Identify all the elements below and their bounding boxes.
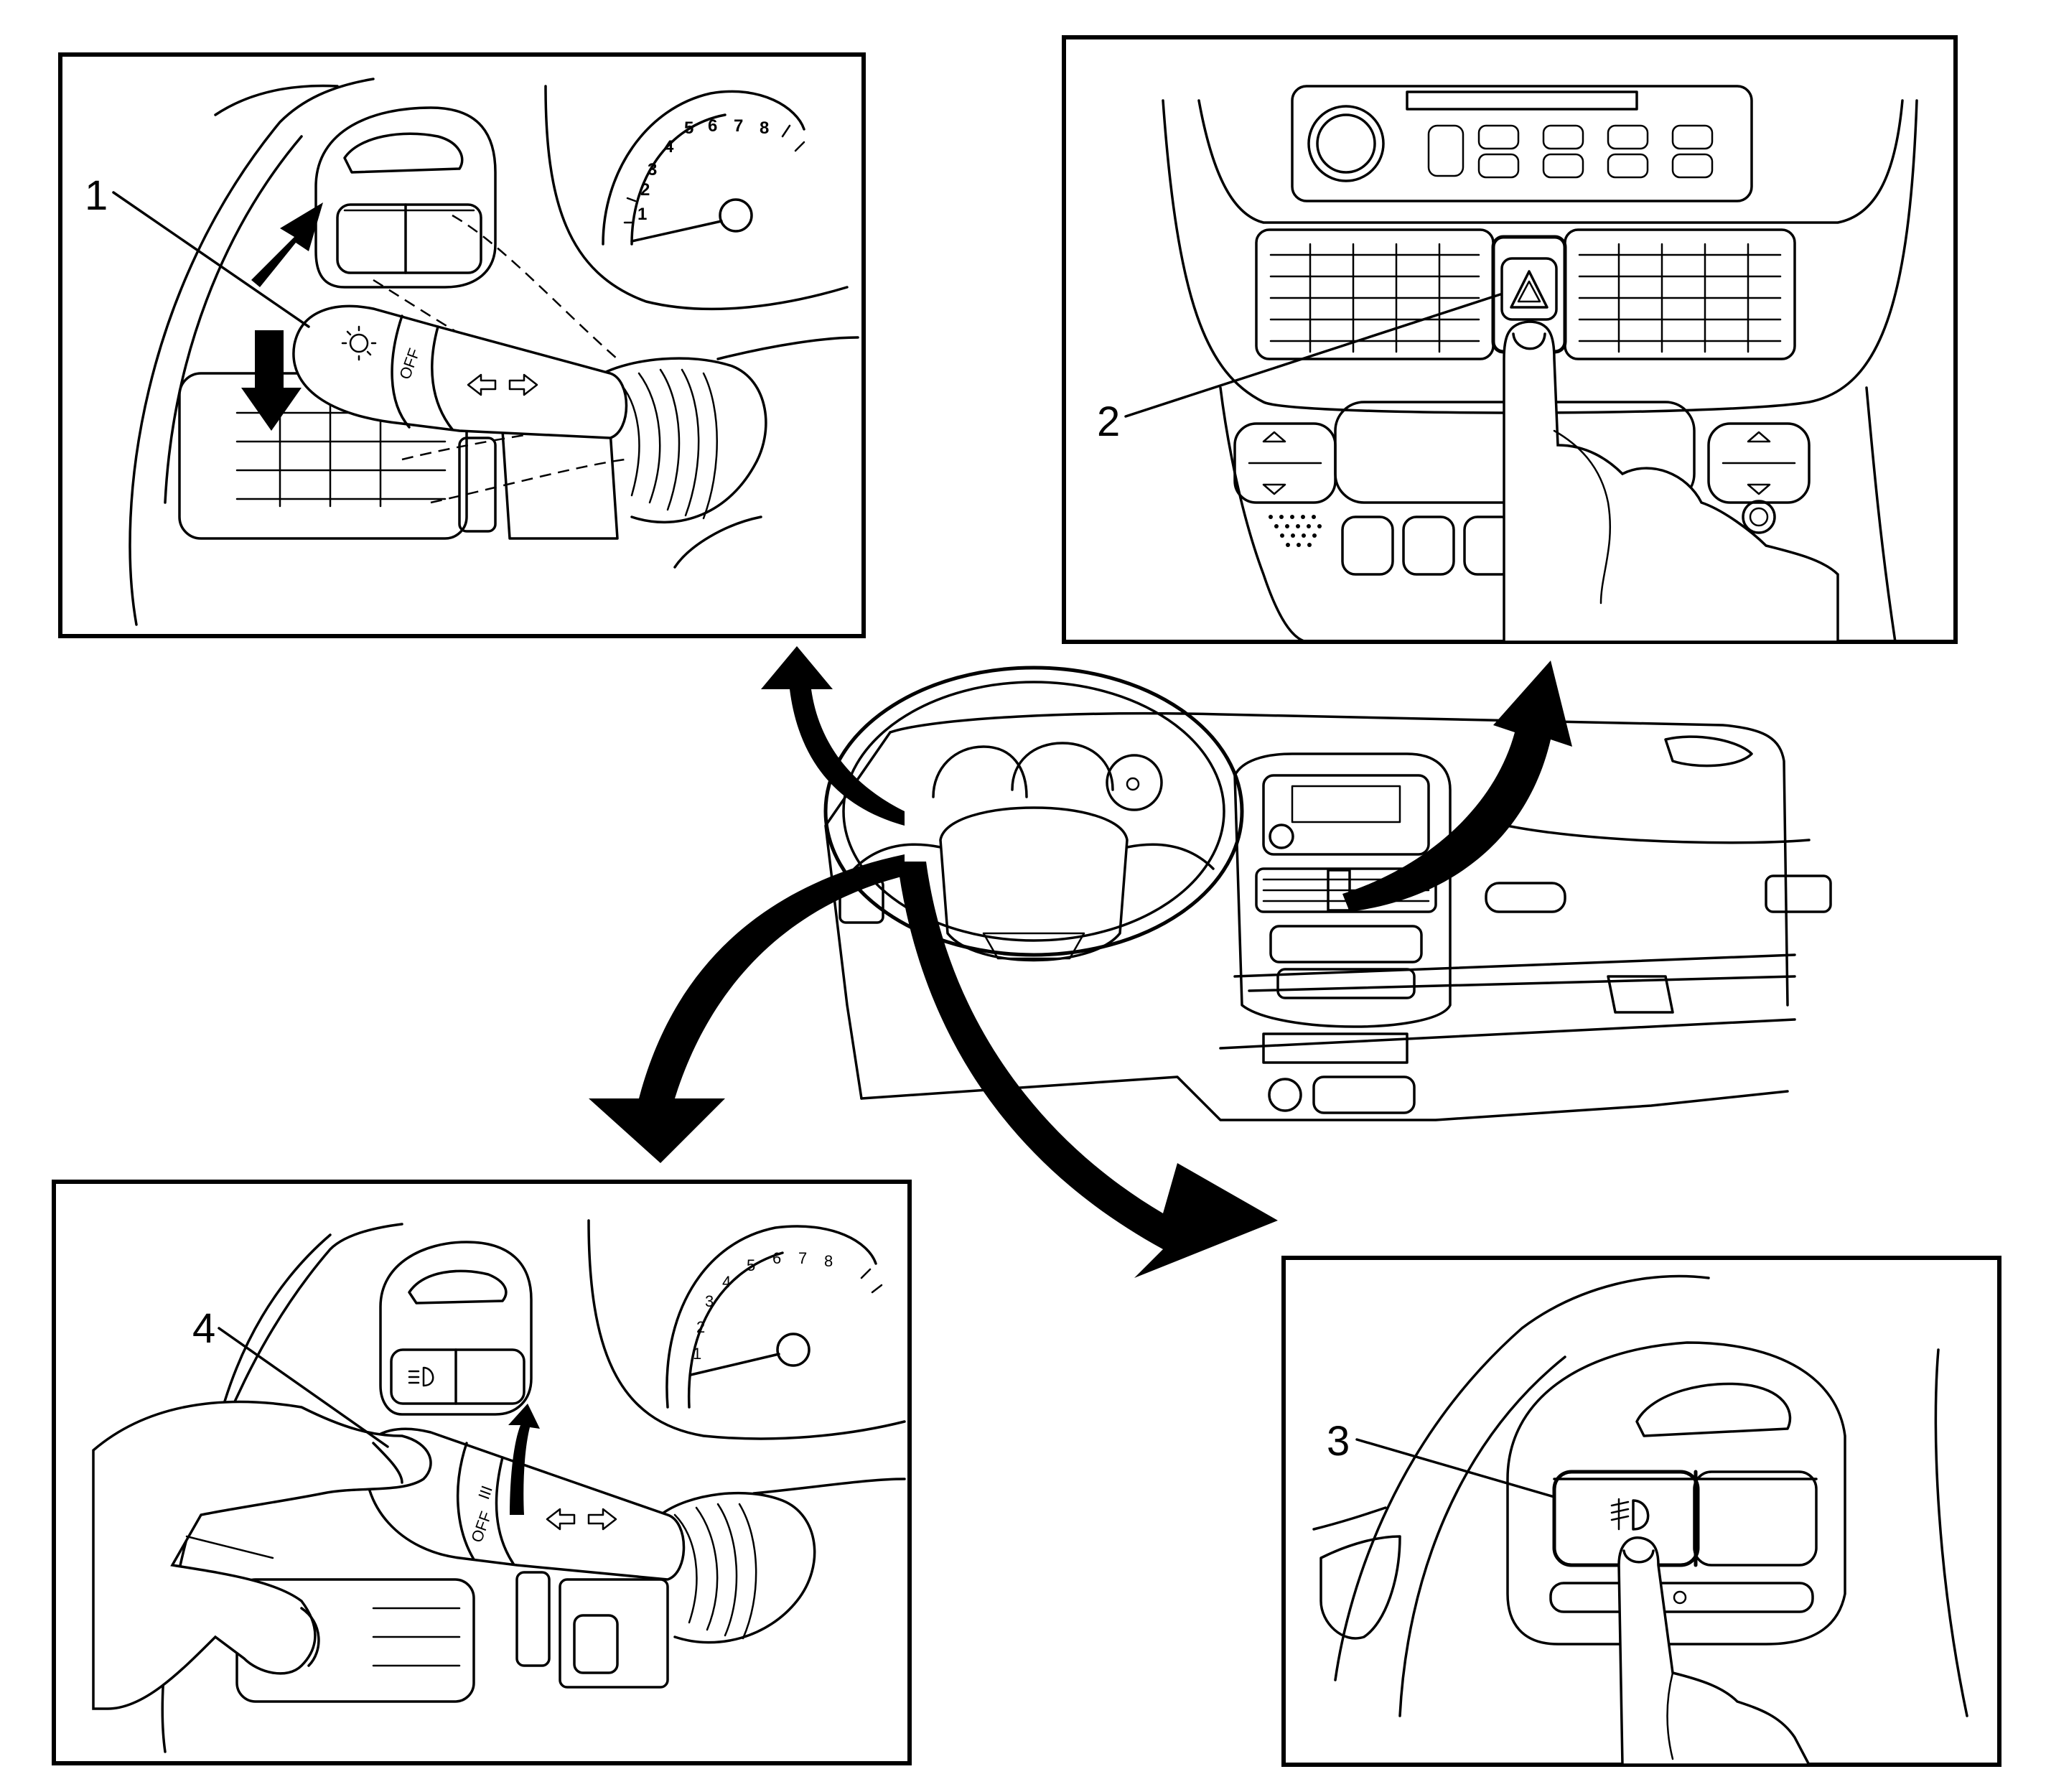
leader-line-4 <box>218 1327 389 1448</box>
dimmer-wheel <box>515 1571 551 1667</box>
svg-text:5: 5 <box>684 118 693 138</box>
svg-text:5: 5 <box>747 1256 755 1274</box>
glovebox-handle <box>1607 975 1674 1014</box>
tachometer-bottom: 1 2 3 4 5 6 7 8 <box>665 1225 883 1409</box>
headlamp-lever <box>292 304 628 439</box>
column-shroud <box>602 357 767 524</box>
fog-lamp-lever <box>364 1427 686 1581</box>
left-rocker <box>1233 422 1337 504</box>
steering-wheel <box>823 666 1244 957</box>
fog-lamp-icon <box>1610 1498 1650 1531</box>
callout-3: 3 <box>1327 1418 1350 1465</box>
panel-fog-lever: 1 2 3 4 5 6 7 8 OFF III <box>52 1180 912 1765</box>
right-rocker <box>1707 422 1811 504</box>
center-stack <box>1233 752 1452 1028</box>
switch-pod <box>1506 1341 1846 1646</box>
radio-unit <box>1291 85 1753 202</box>
svg-text:1: 1 <box>637 205 647 224</box>
steering-hub <box>939 806 1129 962</box>
svg-text:3: 3 <box>705 1292 714 1310</box>
svg-text:8: 8 <box>760 118 769 138</box>
hand <box>92 1400 432 1710</box>
finger-hand <box>1503 320 1839 643</box>
panel-fog-switch: 3 <box>1281 1256 2001 1767</box>
right-dash-vent <box>1765 874 1832 913</box>
dashboard-overview <box>823 666 1832 1121</box>
dash-contour <box>129 78 375 626</box>
turn-signal-arrows-icon <box>546 1508 617 1531</box>
leader-line-3 <box>1355 1438 1556 1498</box>
arrow-to-panel-4 <box>589 854 905 1163</box>
arrow-to-panel-2 <box>1342 661 1572 912</box>
switch-pod <box>379 1241 533 1416</box>
svg-text:3: 3 <box>648 160 657 179</box>
svg-text:8: 8 <box>824 1252 833 1270</box>
instrument-cluster <box>932 742 1163 811</box>
radio-preset-buttons <box>1427 124 1714 179</box>
side-vent <box>1319 1535 1401 1640</box>
arrow-to-panel-3 <box>897 862 1278 1278</box>
svg-text:6: 6 <box>772 1249 781 1267</box>
svg-text:7: 7 <box>734 116 743 136</box>
turn-signal-arrows-icon <box>467 373 538 396</box>
callout-4: 4 <box>192 1305 215 1352</box>
panel-headlamp-lever: 1 2 3 4 5 6 7 8 <box>58 52 866 638</box>
leader-line-1 <box>112 191 310 328</box>
callout-1: 1 <box>85 172 108 219</box>
fog-lamp-icon <box>408 1366 434 1387</box>
svg-text:4: 4 <box>722 1273 731 1291</box>
defrost-vent <box>1664 735 1753 767</box>
svg-text:1: 1 <box>693 1345 701 1363</box>
svg-text:2: 2 <box>696 1318 705 1336</box>
arrow-to-panel-1 <box>761 646 905 826</box>
switch-pod <box>314 106 497 289</box>
svg-text:4: 4 <box>664 137 674 157</box>
down-arrow-icon <box>241 330 302 431</box>
tach-needle <box>630 220 723 243</box>
speaker-grille <box>1269 515 1322 547</box>
up-arrow-icon <box>251 202 323 287</box>
volume-knob <box>1307 105 1385 182</box>
pointer-arrows <box>589 646 1572 1278</box>
center-vent-mini <box>1255 867 1437 913</box>
callout-2: 2 <box>1097 398 1120 445</box>
svg-text:7: 7 <box>798 1249 807 1267</box>
hazard-triangle-icon <box>1510 270 1548 309</box>
svg-text:2: 2 <box>640 180 650 200</box>
panel-hazard-switch: 2 <box>1062 35 1958 644</box>
headlamp-icon <box>341 325 377 361</box>
tach-needle <box>689 1353 780 1376</box>
svg-text:6: 6 <box>708 116 717 136</box>
column-shroud <box>659 1491 816 1644</box>
rotate-arrow-icon <box>508 1404 540 1515</box>
dimmer-wheel <box>458 437 497 533</box>
finger-hand <box>1617 1536 1811 1766</box>
tachometer-top: 1 2 3 4 5 6 7 8 <box>602 90 805 246</box>
radio-unit-mini <box>1262 774 1430 856</box>
leader-line-2 <box>1124 293 1502 418</box>
